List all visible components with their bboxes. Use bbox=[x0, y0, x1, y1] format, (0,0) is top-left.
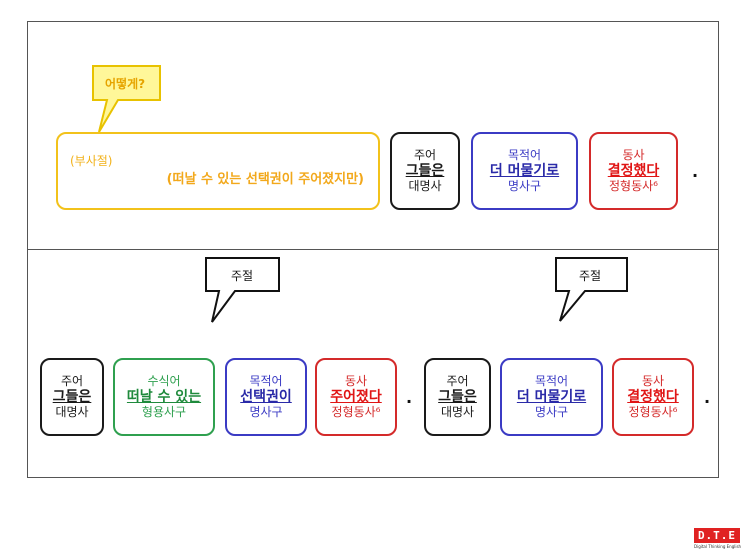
top-verb-role: 동사 bbox=[622, 148, 645, 163]
top-object-word: 더 머물기로 bbox=[489, 162, 560, 179]
clause1-verb-kind: 정형동사⁶ bbox=[331, 405, 381, 420]
dte-logo: D.T.E Digital Thinking English bbox=[694, 528, 742, 553]
top-object-kind: 명사구 bbox=[507, 179, 542, 194]
main-clause-callout-shapes bbox=[205, 257, 628, 323]
main-clause-callout-left-label: 주절 bbox=[231, 269, 254, 283]
clause2-verb-word: 결정했다 bbox=[627, 388, 679, 405]
clause2-subject-kind: 대명사 bbox=[440, 405, 475, 420]
top-subject-kind: 대명사 bbox=[408, 179, 442, 194]
clause1-subject-word: 그들은 bbox=[52, 388, 92, 405]
top-panel: 어떻게? (부사절) (떠날 수 있는 선택권이 주어졌지만) 주어 그들은 대… bbox=[27, 21, 719, 251]
clause1-object-word: 선택권이 bbox=[240, 388, 292, 405]
how-callout-label: 어떻게? bbox=[105, 77, 146, 91]
clause1-modifier-role: 수식어 bbox=[147, 374, 181, 389]
clause2-object-role: 목적어 bbox=[534, 374, 569, 389]
top-verb-box: 동사 결정했다 정형동사⁶ bbox=[589, 132, 678, 210]
main-clause-callout-right-label: 주절 bbox=[579, 269, 602, 283]
clause1-subject-role: 주어 bbox=[60, 374, 84, 389]
clause1-verb-word: 주어졌다 bbox=[330, 388, 382, 405]
clause2-verb-role: 동사 bbox=[641, 374, 665, 389]
top-verb-kind: 정형동사⁶ bbox=[609, 179, 658, 194]
top-verb-word: 결정했다 bbox=[607, 162, 660, 179]
top-object-role: 목적어 bbox=[507, 148, 542, 163]
dte-logo-tagline: Digital Thinking English bbox=[694, 544, 742, 549]
bottom-panel: 주절 주절 주어 그들은 대명사 수식어 떠날 수 있는 형용사구 목적어 선택… bbox=[27, 249, 719, 478]
clause1-verb-role: 동사 bbox=[344, 374, 368, 389]
clause1-object-role: 목적어 bbox=[249, 374, 283, 389]
top-subject-role: 주어 bbox=[413, 148, 437, 163]
clause1-modifier-word: 떠날 수 있는 bbox=[126, 388, 202, 405]
top-subject-word: 그들은 bbox=[405, 162, 445, 179]
clause1-subject-box: 주어 그들은 대명사 bbox=[40, 358, 104, 436]
top-object-box: 목적어 더 머물기로 명사구 bbox=[471, 132, 578, 210]
clause1-object-kind: 명사구 bbox=[249, 405, 283, 420]
clause2-object-box: 목적어 더 머물기로 명사구 bbox=[500, 358, 603, 436]
top-subject-box: 주어 그들은 대명사 bbox=[390, 132, 460, 210]
clause2-subject-word: 그들은 bbox=[438, 388, 477, 405]
clause2-subject-role: 주어 bbox=[446, 374, 469, 389]
how-callout-shape bbox=[92, 65, 161, 133]
clause2-subject-box: 주어 그들은 대명사 bbox=[424, 358, 491, 436]
dte-logo-mark: D.T.E bbox=[694, 528, 740, 543]
clause1-object-box: 목적어 선택권이 명사구 bbox=[225, 358, 307, 436]
clause1-modifier-kind: 형용사구 bbox=[141, 405, 187, 420]
adverb-clause-role: (부사절) bbox=[70, 154, 113, 168]
clause1-subject-kind: 대명사 bbox=[55, 405, 89, 420]
clause1-verb-box: 동사 주어졌다 정형동사⁶ bbox=[315, 358, 397, 436]
clause2-object-word: 더 머물기로 bbox=[516, 388, 587, 405]
clause2-period: . bbox=[704, 388, 711, 407]
clause2-verb-box: 동사 결정했다 정형동사⁶ bbox=[612, 358, 694, 436]
top-period: . bbox=[692, 162, 699, 181]
clause1-modifier-box: 수식어 떠날 수 있는 형용사구 bbox=[113, 358, 215, 436]
clause2-verb-kind: 정형동사⁶ bbox=[628, 405, 678, 420]
clause1-period: . bbox=[406, 388, 413, 407]
adverb-clause-box: (부사절) (떠날 수 있는 선택권이 주어졌지만) bbox=[56, 132, 380, 210]
adverb-clause-text: (떠날 수 있는 선택권이 주어졌지만) bbox=[166, 172, 364, 188]
clause2-object-kind: 명사구 bbox=[534, 405, 569, 420]
